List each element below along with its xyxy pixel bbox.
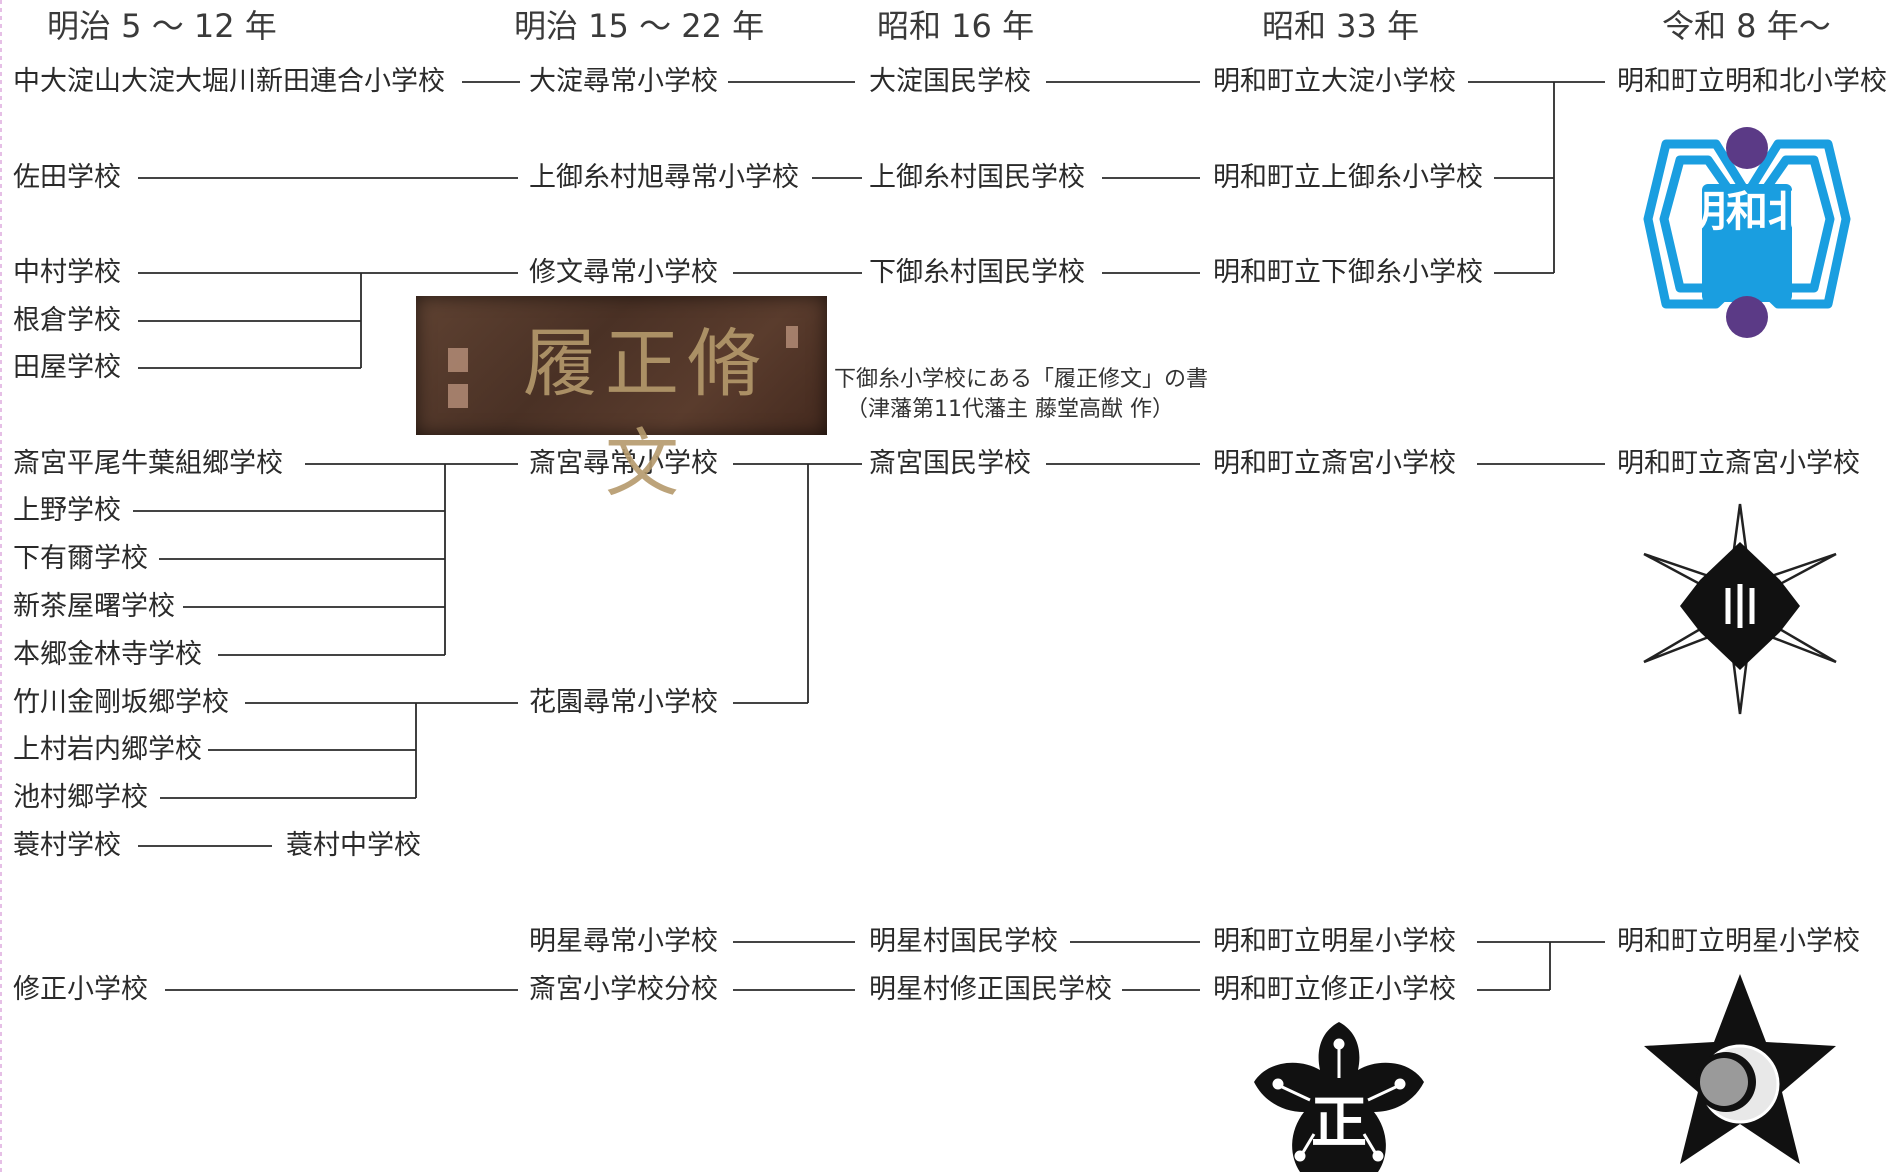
plaque-calligraphy: 履正脩文 bbox=[523, 321, 769, 507]
header-showa-33: 昭和 33 年 bbox=[1262, 7, 1420, 45]
school-name: 池村郷学校 bbox=[13, 782, 148, 813]
school-name: 上村岩内郷学校 bbox=[13, 734, 202, 765]
school-name: 新茶屋曙学校 bbox=[13, 591, 175, 622]
school-name: 佐田学校 bbox=[13, 162, 121, 193]
school-name: 明星尋常小学校 bbox=[529, 926, 718, 957]
calligraphy-plaque-image: 履正脩文 bbox=[416, 296, 827, 507]
school-name: 明和町立明星小学校 bbox=[1213, 926, 1456, 957]
school-name: 大淀尋常小学校 bbox=[529, 66, 718, 97]
school-name: 上御糸村旭尋常小学校 bbox=[529, 162, 799, 193]
school-name: 下御糸村国民学校 bbox=[869, 257, 1085, 288]
school-name: 竹川金剛坂郷学校 bbox=[13, 687, 229, 718]
school-name: 上御糸村国民学校 bbox=[869, 162, 1085, 193]
school-name: 本郷金林寺学校 bbox=[13, 639, 202, 670]
school-name: 明和町立下御糸小学校 bbox=[1213, 257, 1483, 288]
school-name: 斎宮国民学校 bbox=[869, 448, 1031, 479]
school-name: 明和町立大淀小学校 bbox=[1213, 66, 1456, 97]
school-name: 明星村国民学校 bbox=[869, 926, 1058, 957]
school-name: 明和町立上御糸小学校 bbox=[1213, 162, 1483, 193]
school-name: 明星村修正国民学校 bbox=[869, 974, 1112, 1005]
school-name: 中大淀山大淀大堀川新田連合小学校 bbox=[13, 66, 445, 97]
header-showa-16: 昭和 16 年 bbox=[877, 7, 1035, 45]
school-name: 斎宮尋常小学校 bbox=[529, 448, 718, 479]
school-name: 大淀国民学校 bbox=[869, 66, 1031, 97]
school-name: 上野学校 bbox=[13, 495, 121, 526]
school-name: 明和町立斎宮小学校 bbox=[1213, 448, 1456, 479]
plaque-caption: 下御糸小学校にある「履正修文」の書 bbox=[834, 367, 1209, 392]
plaque-caption-author: （津藩第11代藩主 藤堂高猷 作） bbox=[846, 397, 1174, 422]
header-reiwa-8: 令和 8 年～ bbox=[1662, 7, 1831, 45]
school-name: 明和町立斎宮小学校 bbox=[1617, 448, 1860, 479]
school-name: 斎宮平尾牛葉組郷学校 bbox=[13, 448, 283, 479]
header-meiji-15-22: 明治 15 ～ 22 年 bbox=[514, 7, 765, 45]
school-name: 明和町立明星小学校 bbox=[1617, 926, 1860, 957]
school-name: 下有爾学校 bbox=[13, 543, 148, 574]
school-name: 修正小学校 bbox=[13, 974, 148, 1005]
school-name: 明和町立明和北小学校 bbox=[1617, 66, 1887, 97]
school-name: 修文尋常小学校 bbox=[529, 257, 718, 288]
school-name: 斎宮小学校分校 bbox=[529, 974, 718, 1005]
header-meiji-5-12: 明治 5 ～ 12 年 bbox=[47, 7, 277, 45]
emblem-char-mei: 明和北 bbox=[1684, 187, 1810, 236]
shusei-emblem-icon: 正 bbox=[1254, 1022, 1424, 1172]
seal-mark bbox=[448, 384, 468, 408]
seal-mark bbox=[786, 326, 798, 348]
school-name: 蓑村学校 bbox=[13, 830, 121, 861]
myojo-emblem-icon bbox=[1644, 974, 1836, 1164]
school-name: 根倉学校 bbox=[13, 305, 121, 336]
school-name: 花園尋常小学校 bbox=[529, 687, 718, 718]
seal-mark bbox=[448, 348, 468, 372]
left-margin-dots bbox=[0, 0, 2, 1173]
school-name: 明和町立修正小学校 bbox=[1213, 974, 1456, 1005]
emblem-char-sho: 正 bbox=[1311, 1091, 1367, 1156]
meiwakita-emblem-icon: 明和北 bbox=[1643, 127, 1851, 338]
saiku-emblem-icon bbox=[1643, 503, 1837, 715]
school-name: 中村学校 bbox=[13, 257, 121, 288]
school-name: 蓑村中学校 bbox=[286, 830, 421, 861]
school-name: 田屋学校 bbox=[13, 352, 121, 383]
